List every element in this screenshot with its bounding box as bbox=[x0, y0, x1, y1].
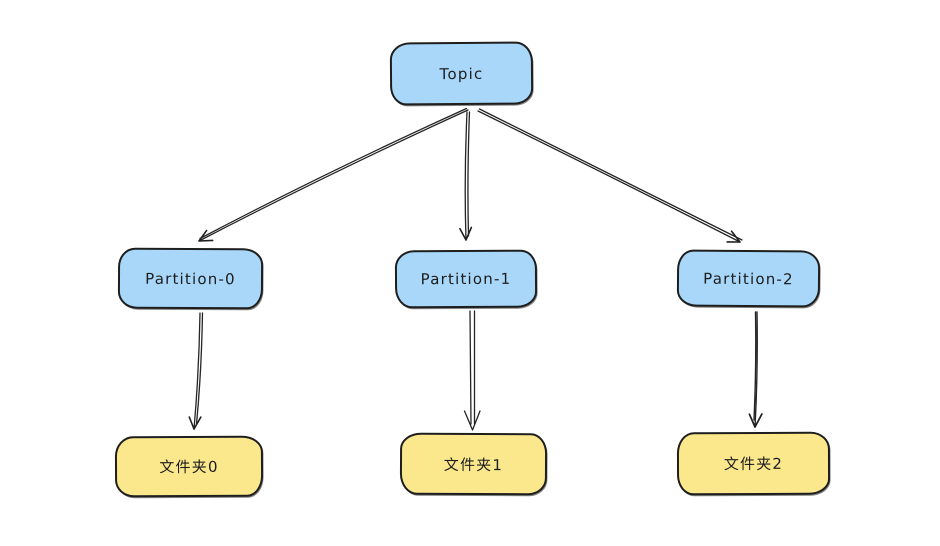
node-folder-1: 文件夹1 bbox=[399, 432, 548, 496]
node-topic-label: Topic bbox=[439, 64, 484, 83]
arrow-topic-to-partition-1 bbox=[459, 111, 473, 241]
node-folder-2-label: 文件夹2 bbox=[723, 454, 784, 474]
node-partition-1: Partition-1 bbox=[394, 249, 538, 309]
arrow-partition-0-to-folder-0 bbox=[188, 312, 204, 430]
arrow-topic-to-partition-2 bbox=[477, 108, 743, 243]
node-folder-0: 文件夹0 bbox=[114, 435, 264, 498]
node-folder-1-label: 文件夹1 bbox=[443, 455, 504, 474]
node-folder-2: 文件夹2 bbox=[676, 431, 831, 496]
node-partition-1-label: Partition-1 bbox=[420, 269, 512, 289]
node-partition-2-label: Partition-2 bbox=[703, 269, 794, 288]
node-partition-0: Partition-0 bbox=[117, 247, 264, 310]
arrow-partition-1-to-folder-1 bbox=[463, 310, 481, 431]
arrow-partition-2-to-folder-2 bbox=[748, 311, 763, 428]
node-partition-2: Partition-2 bbox=[676, 249, 821, 308]
node-topic: Topic bbox=[389, 41, 534, 106]
node-folder-0-label: 文件夹0 bbox=[159, 457, 219, 477]
arrow-topic-to-partition-0 bbox=[198, 107, 469, 242]
node-partition-0-label: Partition-0 bbox=[145, 269, 236, 288]
